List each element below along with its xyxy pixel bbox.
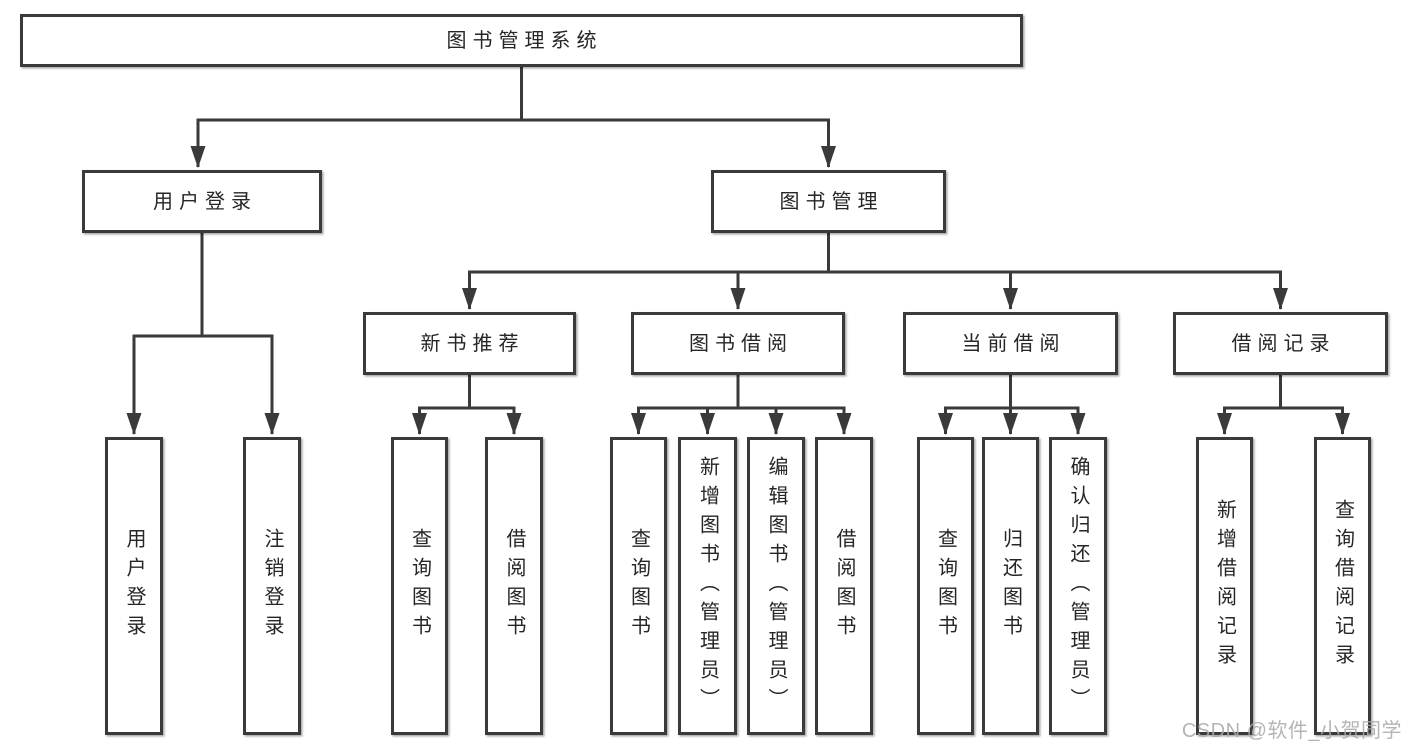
node-query-borrow-record: 查询借阅记录 [1314, 437, 1371, 735]
connector-current-borrow-to-children [938, 371, 1086, 435]
node-query-books-borrow: 查询图书 [610, 437, 667, 735]
node-confirm-return-admin: 确认归还（管理员） [1049, 437, 1107, 735]
node-library-system: 图书管理系统 [20, 14, 1023, 67]
node-book-borrow: 图书借阅 [631, 312, 845, 375]
connector-user-login-to-children [126, 229, 280, 435]
node-logout-leaf: 注销登录 [243, 437, 301, 735]
connector-new-book-recommend-to-children [412, 371, 522, 435]
connector-borrow-records-to-children [1217, 371, 1350, 435]
node-add-book-admin: 新增图书（管理员） [678, 437, 737, 735]
node-edit-book-admin: 编辑图书（管理员） [747, 437, 805, 735]
node-query-books-recommend: 查询图书 [391, 437, 448, 735]
connector-book-management-to-children [462, 229, 1288, 310]
node-query-books-current: 查询图书 [917, 437, 974, 735]
node-add-borrow-record: 新增借阅记录 [1196, 437, 1253, 735]
node-user-login: 用户登录 [82, 170, 322, 233]
node-book-management: 图书管理 [711, 170, 946, 233]
node-user-login-leaf: 用户登录 [105, 437, 163, 735]
node-return-book: 归还图书 [982, 437, 1039, 735]
node-new-book-recommend: 新书推荐 [363, 312, 576, 375]
node-borrow-books-leaf: 借阅图书 [815, 437, 873, 735]
connector-book-borrow-to-children [631, 371, 852, 435]
connector-root-to-level2 [190, 64, 836, 168]
node-borrow-records: 借阅记录 [1173, 312, 1388, 375]
node-current-borrow: 当前借阅 [903, 312, 1118, 375]
node-borrow-books-recommend: 借阅图书 [485, 437, 543, 735]
